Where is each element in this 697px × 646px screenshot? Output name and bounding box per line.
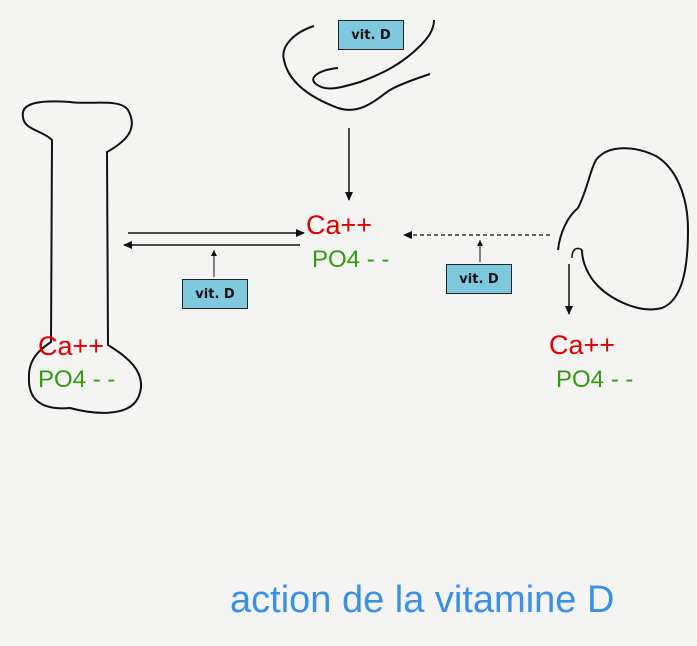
vitd-label: vit. D <box>351 27 391 43</box>
calcium-label-blood: Ca++ <box>306 210 373 240</box>
intestine-icon <box>282 19 435 111</box>
bone-icon <box>21 100 142 414</box>
vitd-box-bone: vit. D <box>182 279 248 309</box>
vitd-box-kidney: vit. D <box>446 264 512 294</box>
phosphate-label-blood: PO4 - - <box>312 246 390 273</box>
phosphate-label-kidney: PO4 - - <box>556 366 634 393</box>
vitd-label: vit. D <box>195 286 235 302</box>
vitd-box-intestine: vit. D <box>338 20 404 50</box>
calcium-label-bone: Ca++ <box>38 331 105 361</box>
calcium-label-kidney: Ca++ <box>549 330 616 360</box>
vitd-label: vit. D <box>459 271 499 287</box>
diagram-caption: action de la vitamine D <box>230 579 615 621</box>
phosphate-label-bone: PO4 - - <box>38 366 116 393</box>
kidney-icon <box>557 147 690 311</box>
